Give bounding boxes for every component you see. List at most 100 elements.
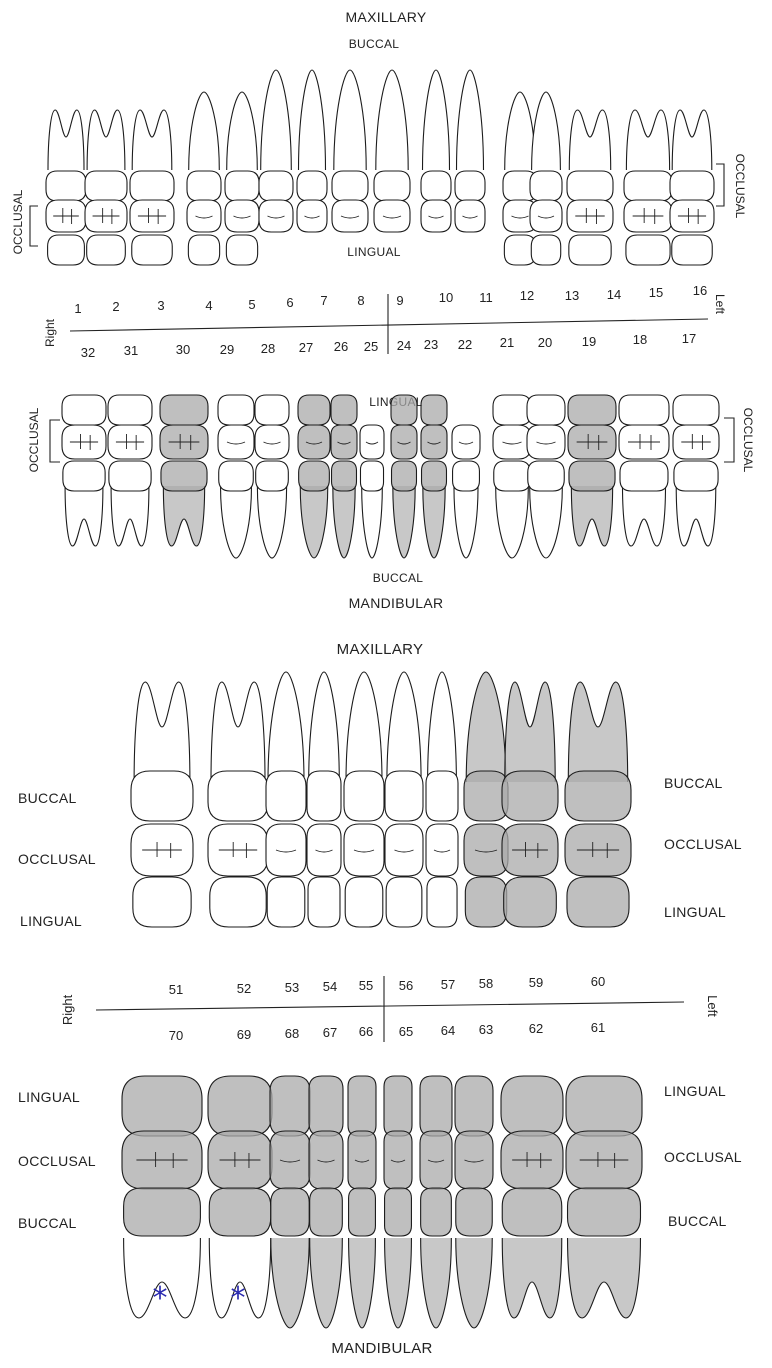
primary-upper-tooth xyxy=(131,682,193,927)
primary-upper-lingual-crown xyxy=(308,877,340,927)
adult-upper-root xyxy=(532,92,561,170)
adult-upper-tooth xyxy=(530,92,562,265)
primary-lower-buccal-crown xyxy=(421,1188,452,1236)
adult-lower-root xyxy=(454,486,478,558)
adult-occlusal-right-bracket xyxy=(716,164,724,206)
adult-lower-lingual-crown xyxy=(108,395,152,425)
adult-lower-root xyxy=(111,486,149,546)
primary-upper-tooth-number: 52 xyxy=(237,981,251,996)
primary-upper-root xyxy=(346,672,382,782)
primary-upper-root xyxy=(134,682,190,782)
adult-lower-occlusal-surface xyxy=(360,425,384,459)
adult-lower-buccal-crown xyxy=(528,461,564,491)
primary-left-buccal-lower-label: BUCCAL xyxy=(18,1215,77,1231)
primary-lower-lingual-crown xyxy=(122,1076,202,1136)
primary-maxillary-title: MAXILLARY xyxy=(337,641,424,658)
adult-lower-buccal-crown xyxy=(109,461,151,491)
adult-upper-root xyxy=(423,70,450,170)
primary-lower-occlusal-surface xyxy=(270,1131,310,1189)
adult-upper-lingual-crown xyxy=(132,235,172,265)
adult-lower-root xyxy=(221,486,252,558)
adult-lower-root xyxy=(393,486,415,558)
adult-upper-buccal-crown xyxy=(130,171,174,201)
primary-upper-lingual-crown xyxy=(133,877,191,927)
adult-lower-root xyxy=(571,486,612,546)
adult-lower-buccal-crown xyxy=(256,461,289,491)
adult-lower-buccal-crown xyxy=(161,461,207,491)
adult-upper-buccal-crown xyxy=(297,171,327,201)
primary-upper-root xyxy=(211,682,265,782)
primary-upper-buccal-crown xyxy=(565,771,631,821)
primary-upper-lingual-crown xyxy=(465,877,506,927)
adult-upper-tooth-number: 14 xyxy=(607,287,621,302)
adult-lower-lingual-crown xyxy=(391,395,417,425)
adult-lower-tooth-number: 26 xyxy=(334,339,348,354)
primary-left-occlusal-lower-label: OCCLUSAL xyxy=(18,1153,96,1169)
adult-upper-tooth xyxy=(46,110,86,265)
primary-lower-root xyxy=(502,1238,562,1318)
primary-lower-tooth xyxy=(309,1076,343,1328)
primary-tooth-mark: * xyxy=(231,1281,246,1316)
primary-upper-tooth xyxy=(502,682,558,927)
adult-lower-tooth xyxy=(255,395,289,558)
adult-left-label: Left xyxy=(713,294,727,315)
adult-lower-buccal-crown xyxy=(422,461,447,491)
adult-upper-root xyxy=(261,70,292,170)
adult-lower-buccal-crown xyxy=(674,461,718,491)
primary-lower-root xyxy=(349,1238,376,1328)
adult-lower-tooth-number: 18 xyxy=(633,332,647,347)
primary-upper-tooth-number: 60 xyxy=(591,974,605,989)
adult-upper-lingual-crown xyxy=(48,235,85,265)
primary-upper-teeth xyxy=(131,672,631,927)
adult-upper-root xyxy=(626,110,669,170)
adult-upper-root xyxy=(334,70,366,170)
adult-lower-tooth-number: 28 xyxy=(261,341,275,356)
primary-lower-tooth-number: 63 xyxy=(479,1022,493,1037)
adult-upper-tooth xyxy=(187,92,221,265)
adult-lower-buccal-crown xyxy=(299,461,330,491)
adult-lower-root xyxy=(333,486,355,558)
adult-lower-buccal-crown xyxy=(219,461,254,491)
primary-upper-buccal-crown xyxy=(385,771,423,821)
adult-upper-tooth-number: 2 xyxy=(112,299,119,314)
adult-lower-lingual-crown xyxy=(331,395,357,425)
primary-lower-lingual-crown xyxy=(455,1076,493,1136)
adult-upper-lingual-crown xyxy=(569,235,611,265)
adult-lower-tooth xyxy=(218,395,254,558)
primary-upper-lingual-crown xyxy=(386,877,422,927)
adult-lower-lingual-crown xyxy=(527,395,565,425)
primary-upper-root xyxy=(428,672,457,782)
adult-upper-tooth xyxy=(225,92,259,265)
primary-lower-tooth-number: 61 xyxy=(591,1020,605,1035)
adult-lower-occlusal-surface xyxy=(218,425,254,459)
adult-buccal-bottom-label: BUCCAL xyxy=(373,571,424,585)
primary-lower-root xyxy=(385,1238,412,1328)
adult-upper-tooth-number: 5 xyxy=(248,297,255,312)
adult-upper-tooth-number: 13 xyxy=(565,288,579,303)
adult-upper-buccal-crown xyxy=(332,171,368,201)
primary-lower-buccal-crown xyxy=(124,1188,201,1236)
adult-lower-root xyxy=(623,486,666,546)
adult-lower-tooth xyxy=(673,395,719,546)
primary-right-buccal-label: BUCCAL xyxy=(664,775,723,791)
primary-upper-root xyxy=(466,672,506,782)
primary-upper-tooth xyxy=(464,672,508,927)
primary-lower-buccal-crown xyxy=(271,1188,309,1236)
adult-lower-tooth-number: 22 xyxy=(458,337,472,352)
primary-lower-lingual-crown xyxy=(309,1076,343,1136)
primary-left-lingual-label: LINGUAL xyxy=(20,913,82,929)
primary-upper-tooth-number: 57 xyxy=(441,977,455,992)
primary-upper-occlusal-surface xyxy=(426,824,458,876)
primary-upper-buccal-crown xyxy=(131,771,193,821)
primary-upper-tooth-number: 54 xyxy=(323,979,337,994)
primary-upper-occlusal-surface xyxy=(385,824,423,876)
primary-upper-root xyxy=(309,672,340,782)
primary-left-buccal-label: BUCCAL xyxy=(18,790,77,806)
adult-lower-occlusal-surface xyxy=(298,425,330,459)
primary-upper-occlusal-surface xyxy=(307,824,341,876)
adult-upper-tooth xyxy=(455,70,485,232)
primary-lower-root xyxy=(568,1238,641,1318)
primary-lower-tooth xyxy=(348,1076,376,1328)
adult-lower-occlusal-surface xyxy=(527,425,565,459)
primary-lower-buccal-crown xyxy=(385,1188,412,1236)
